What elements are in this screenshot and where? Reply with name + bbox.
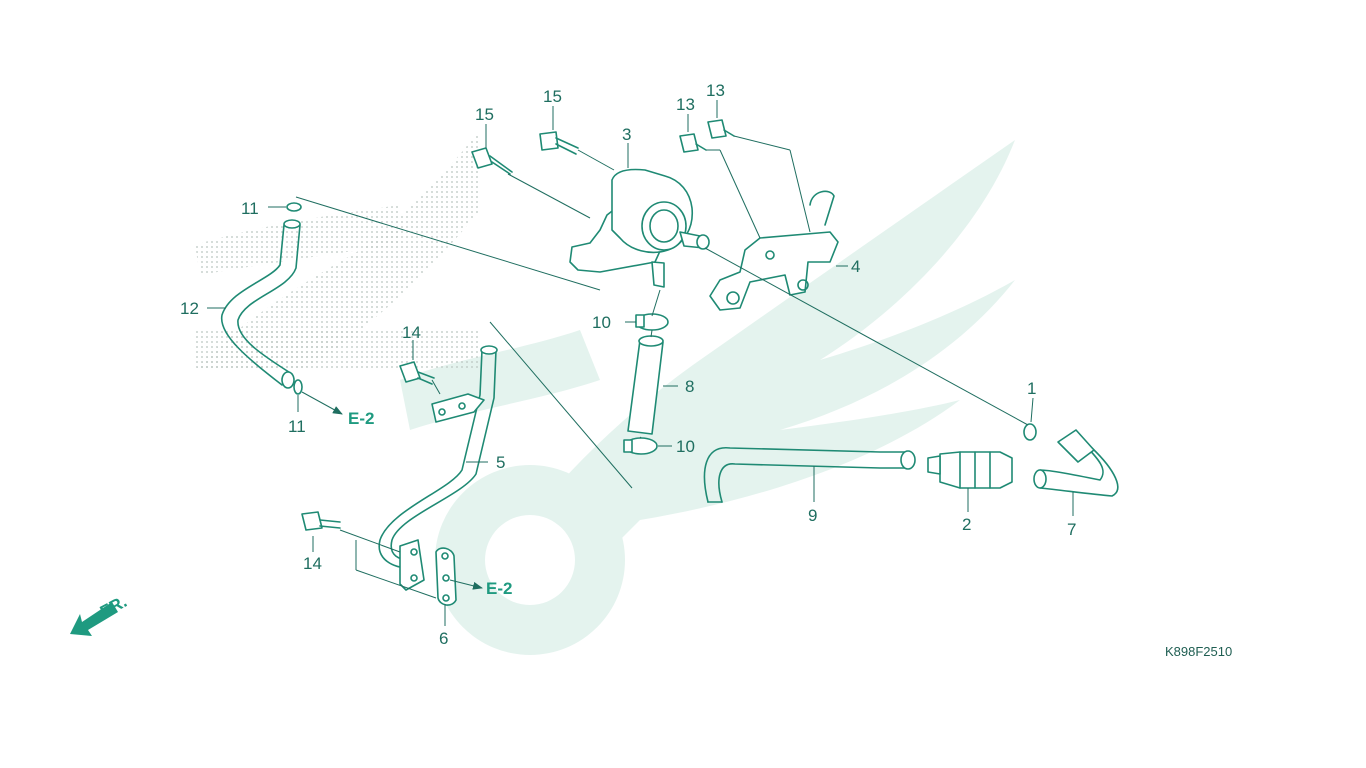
valve-bracket <box>709 190 839 311</box>
watermark-dotted-wing <box>195 130 480 370</box>
callout-3: 3 <box>622 125 631 144</box>
ref-arrow-upper <box>301 391 343 415</box>
front-direction-arrow <box>70 602 118 636</box>
callout-14-lower: 14 <box>303 554 322 573</box>
callout-2: 2 <box>962 515 971 534</box>
watermark-logo <box>400 140 1015 655</box>
air-cutoff-valve <box>569 168 710 288</box>
reed-valve <box>927 451 1013 489</box>
callout-4: 4 <box>851 257 860 276</box>
bolt-14-upper <box>399 361 435 385</box>
callout-6: 6 <box>439 629 448 648</box>
nut-13-right <box>707 119 735 139</box>
callout-11-lower: 11 <box>288 417 306 436</box>
ref-label-lower: E-2 <box>486 579 512 598</box>
ref-arrow-lower <box>449 579 483 590</box>
pipe-gasket <box>435 547 457 606</box>
callout-10-upper: 10 <box>592 313 611 332</box>
callout-5: 5 <box>496 453 505 472</box>
diagram-code: K898F2510 <box>1165 644 1232 659</box>
nut-13-left <box>679 133 707 153</box>
hose-7 <box>1033 429 1119 497</box>
bolt-15-top <box>539 131 579 155</box>
callout-15-left: 15 <box>475 105 494 124</box>
clip-11-lower <box>293 379 303 395</box>
bolt-15-left <box>471 147 513 175</box>
ref-label-upper: E-2 <box>348 409 374 428</box>
hose-clamp-upper <box>635 313 669 331</box>
hose-12 <box>220 219 301 389</box>
hose-8 <box>627 335 664 435</box>
callout-7: 7 <box>1067 520 1076 539</box>
callout-8: 8 <box>685 377 694 396</box>
callout-13-right: 13 <box>706 81 725 100</box>
clip-1 <box>1023 423 1037 441</box>
callout-12: 12 <box>180 299 199 318</box>
callout-labels: 1 2 3 4 5 6 7 8 9 10 10 11 11 12 13 13 1… <box>180 81 1076 648</box>
bolt-14-lower <box>301 511 341 531</box>
clip-11-upper <box>286 202 302 212</box>
callout-13-left: 13 <box>676 95 695 114</box>
callout-1: 1 <box>1027 379 1036 398</box>
hose-clamp-lower <box>623 437 658 455</box>
callout-10-lower: 10 <box>676 437 695 456</box>
callout-9: 9 <box>808 506 817 525</box>
air-pipe <box>378 345 498 591</box>
callout-14-upper: 14 <box>402 323 421 342</box>
callout-11-upper: 11 <box>241 199 259 218</box>
callout-15-top: 15 <box>543 87 562 106</box>
leader-lines <box>207 100 1074 626</box>
hose-9 <box>703 447 916 503</box>
